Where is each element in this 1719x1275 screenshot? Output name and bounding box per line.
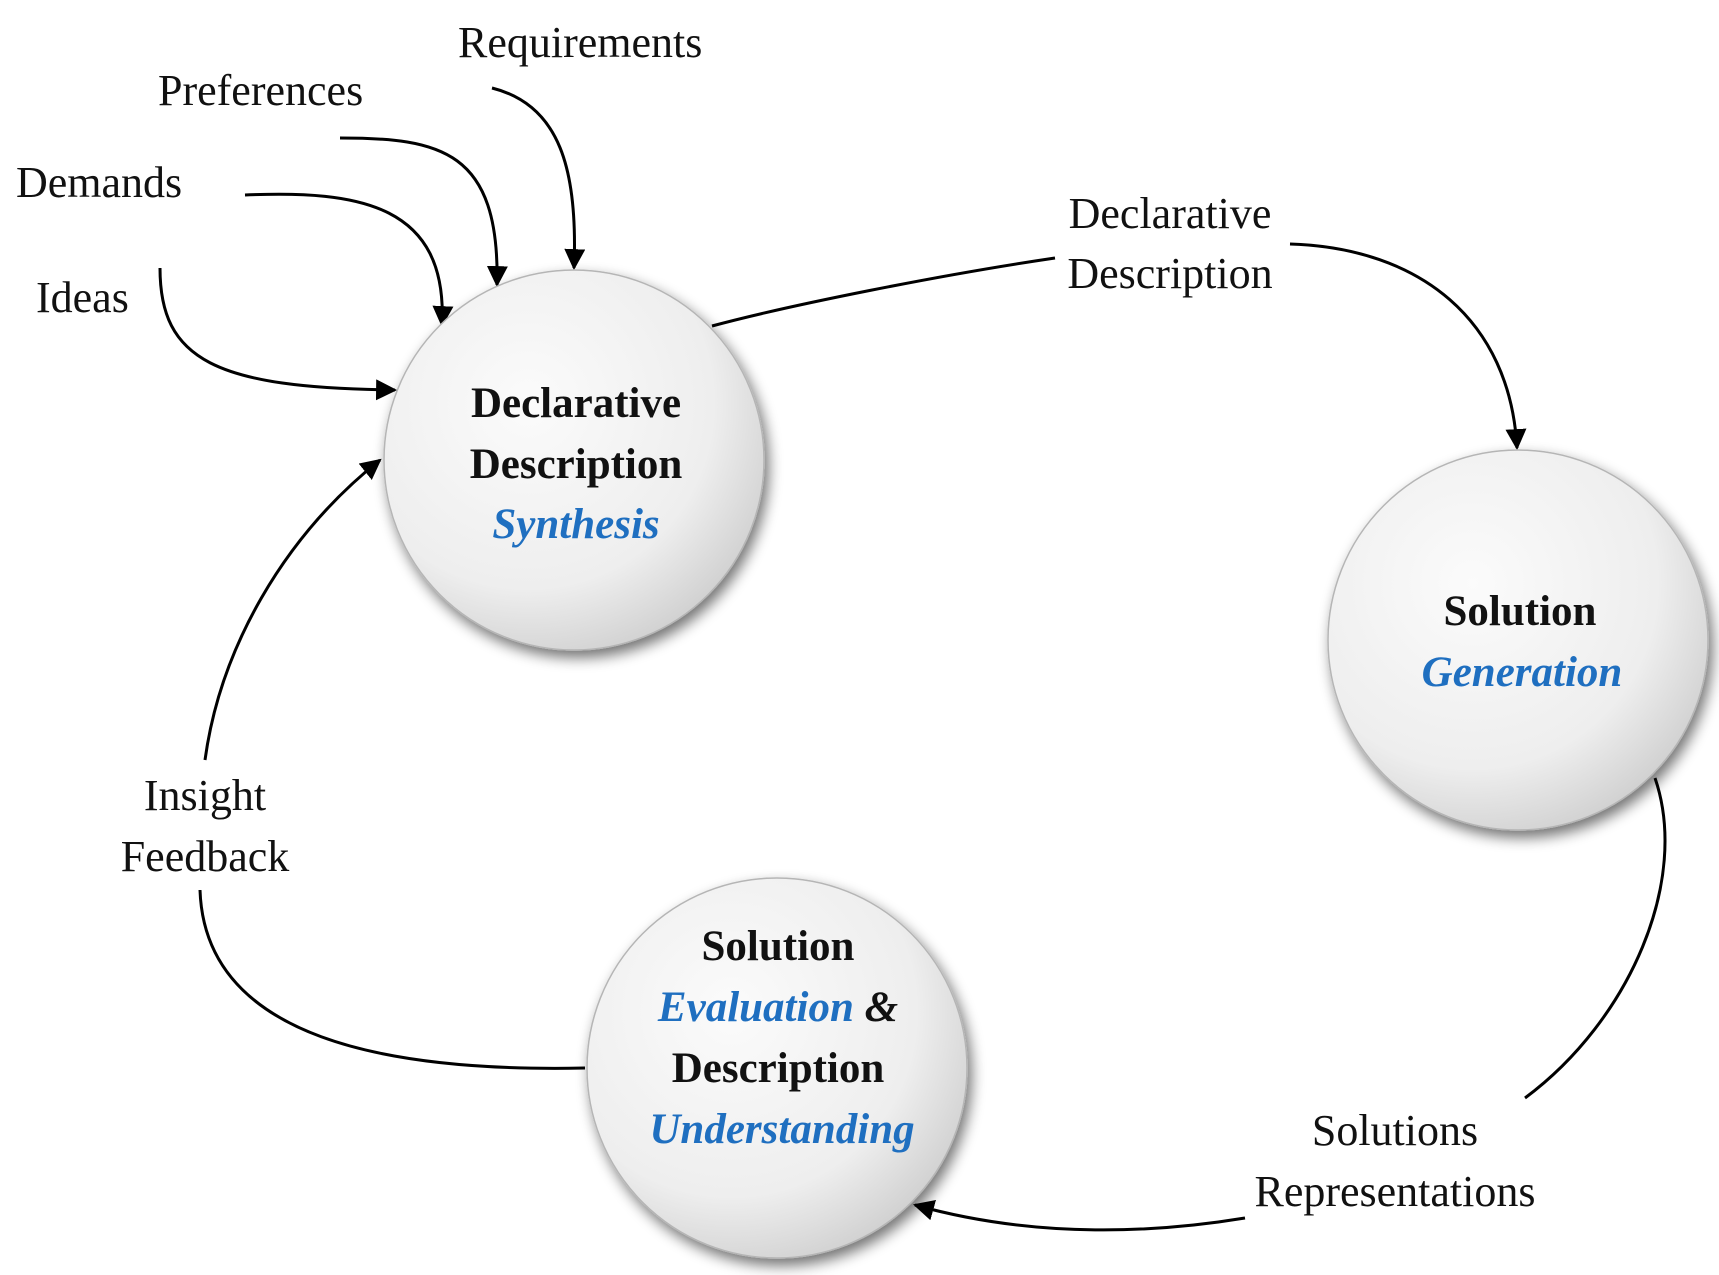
solutions-to-understanding-arrow: [912, 1199, 1246, 1232]
understanding-node-evaluation: Evaluation: [657, 984, 854, 1031]
declarative-description-edge-label-line2: Description: [1067, 249, 1272, 298]
requirements-label: Requirements: [458, 18, 702, 67]
insight-feedback-edge-label-line2: Feedback: [121, 832, 290, 881]
synthesis-node-title-line1: Declarative: [471, 380, 681, 427]
declarative-to-generation-arrow: [1289, 242, 1527, 451]
ideas-label: Ideas: [36, 273, 129, 322]
understanding-to-feedback-line: [198, 889, 586, 1070]
declarative-to-generation-line: [711, 256, 1056, 328]
declarative-description-edge-label-line1: Declarative: [1069, 189, 1272, 238]
requirements-arrow: [491, 86, 586, 271]
insight-feedback-edge-label-line1: Insight: [144, 771, 266, 820]
synthesis-node-phase: Synthesis: [492, 501, 659, 548]
understanding-node-phase: Understanding: [649, 1106, 914, 1153]
solutions-representations-edge-label-line2: Representations: [1254, 1167, 1535, 1216]
understanding-node-title-line1: Solution: [702, 923, 855, 970]
understanding-node-title-line2: Evaluation &: [657, 984, 898, 1031]
preferences-arrow: [339, 136, 508, 288]
understanding-node-title-line3: Description: [672, 1045, 885, 1092]
demands-arrow: [244, 192, 454, 328]
synthesis-node-title-line2: Description: [470, 441, 683, 488]
demands-label: Demands: [16, 158, 182, 207]
generation-node-phase: Generation: [1422, 649, 1623, 696]
ideas-arrow: [158, 267, 398, 401]
generation-node-title: Solution: [1444, 588, 1597, 635]
generation-node: Solution Generation: [1327, 449, 1709, 831]
synthesis-node: Declarative Description Synthesis: [383, 269, 765, 651]
preferences-label: Preferences: [158, 66, 363, 115]
understanding-node: Solution Evaluation & Description Unders…: [586, 877, 968, 1259]
understanding-node-ampersand: &: [854, 984, 898, 1031]
solutions-representations-edge-label-line1: Solutions: [1312, 1106, 1478, 1155]
feedback-to-synthesis-arrow: [203, 458, 382, 761]
generation-to-solutions-line: [1524, 777, 1667, 1100]
